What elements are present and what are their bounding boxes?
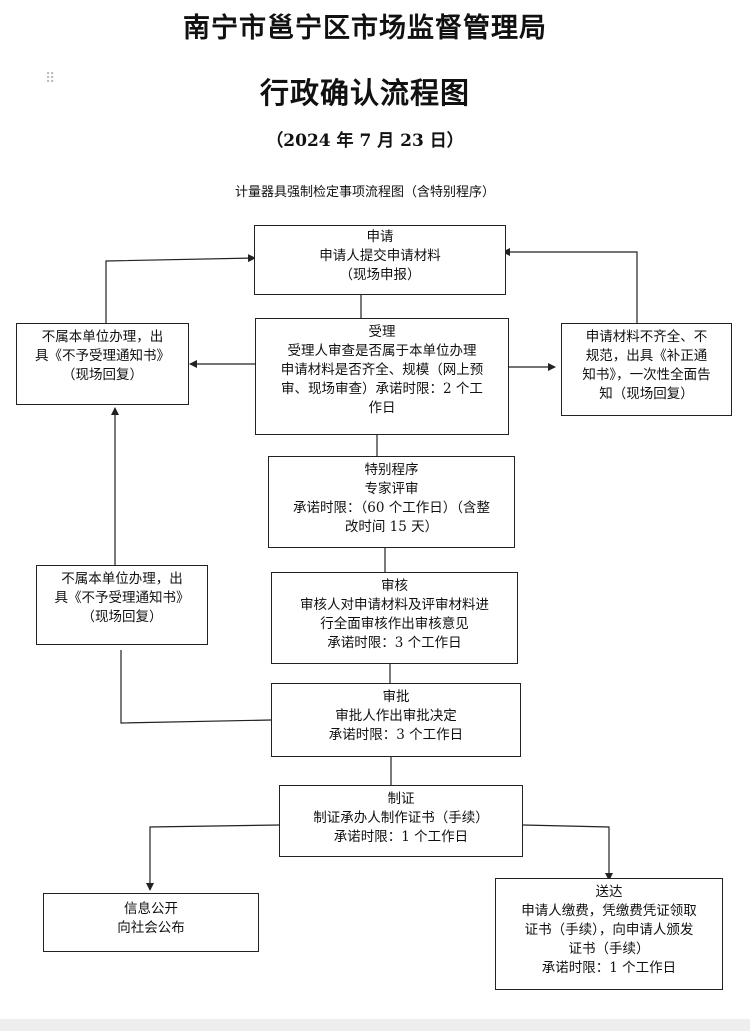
reject2-line: （现场回复） (81, 609, 163, 625)
certify-box: 制证 制证承办人制作证书（手续） 承诺时限：1 个工作日 (279, 785, 523, 857)
connector-certify-publish (146, 824, 281, 891)
review-line: 承诺时限：3 个工作日 (327, 635, 462, 651)
reject1-line: 不属本单位办理，出 (41, 329, 164, 345)
publish-box: 信息公开 向社会公布 (43, 893, 259, 952)
accept-line: 受理人审查是否属于本单位办理 (287, 343, 477, 359)
reject-box-2: 不属本单位办理，出 具《不予受理通知书》 （现场回复） (36, 565, 208, 645)
flowchart-subtitle: 计量器具强制检定事项流程图（含特别程序） (234, 185, 495, 200)
accept-line: 作日 (368, 400, 396, 416)
special-line: 专家评审 (364, 481, 419, 497)
review-line: 行全面审核作出审核意见 (320, 616, 469, 632)
reject-box-1: 不属本单位办理，出 具《不予受理通知书》 （现场回复） (16, 323, 189, 405)
special-heading: 特别程序 (364, 462, 419, 478)
reject1-line: 具《不予受理通知书》 (35, 348, 170, 364)
deliver-box: 送达 申请人缴费，凭缴费凭证领取 证书（手续），向申请人颁发 证书（手续） 承诺… (495, 878, 723, 990)
reject2-line: 不属本单位办理，出 (61, 571, 183, 587)
reject1-line: （现场回复） (62, 367, 143, 383)
special-procedure-box: 特别程序 专家评审 承诺时限：（60 个工作日）（含整 改时间 15 天） (268, 456, 515, 548)
page-title: 南宁市邕宁区市场监督管理局 (183, 13, 547, 44)
publish-line: 向社会公布 (117, 920, 185, 936)
approve-box: 审批 审批人作出审批决定 承诺时限：3 个工作日 (271, 683, 521, 757)
approve-heading: 审批 (382, 689, 410, 705)
deliver-line: 证书（手续），向申请人颁发 (524, 922, 694, 938)
deliver-line: 申请人缴费，凭缴费凭证领取 (521, 903, 697, 919)
supplement-line: 规范，出具《补正通 (585, 348, 708, 364)
certify-heading: 制证 (387, 791, 415, 807)
page-bottom-strip (0, 1019, 750, 1031)
connector-reject1-apply (105, 254, 256, 323)
certify-line: 承诺时限：1 个工作日 (333, 829, 469, 845)
supplement-box: 申请材料不齐全、不 规范，出具《补正通 知书》，一次性全面告 知（现场回复） (561, 323, 732, 416)
drag-handle-icon[interactable]: ⠿ (45, 71, 56, 87)
accept-line: 审、现场审查）承诺时限：2 个工 (281, 381, 483, 397)
approve-line: 审批人作出审批决定 (335, 708, 457, 724)
connector-supplement-apply (502, 248, 638, 323)
accept-line: 申请材料是否齐全、规模（网上预 (280, 362, 484, 378)
review-box: 审核 审核人对申请材料及评审材料进 行全面审核作出审核意见 承诺时限：3 个工作… (271, 572, 518, 664)
connector-certify-deliver (522, 824, 613, 881)
apply-box: 申请 申请人提交申请材料 （现场申报） (254, 225, 506, 295)
apply-heading: 申请 (366, 229, 394, 245)
review-heading: 审核 (381, 578, 408, 594)
date-label: （2024 年 7 月 23 日） (266, 131, 464, 151)
special-line: 承诺时限：（60 个工作日）（含整 (293, 500, 490, 516)
accept-box: 受理 受理人审查是否属于本单位办理 申请材料是否齐全、规模（网上预 审、现场审查… (255, 318, 509, 435)
special-line: 改时间 15 天） (344, 519, 439, 535)
accept-heading: 受理 (368, 324, 396, 340)
supplement-line: 知（现场回复） (599, 386, 694, 402)
approve-line: 承诺时限：3 个工作日 (328, 727, 464, 743)
reject2-line: 具《不予受理通知书》 (54, 590, 190, 606)
publish-heading: 信息公开 (124, 901, 178, 917)
apply-line: （现场申报） (339, 267, 421, 283)
chart-title: 行政确认流程图 (259, 76, 470, 110)
supplement-line: 申请材料不齐全、不 (585, 329, 708, 345)
certify-line: 制证承办人制作证书（手续） (313, 810, 489, 826)
deliver-heading: 送达 (595, 884, 623, 900)
connector-approve-reject2 (120, 650, 272, 724)
deliver-line: 承诺时限：1 个工作日 (541, 960, 677, 976)
review-line: 审核人对申请材料及评审材料进 (300, 597, 489, 613)
supplement-line: 知书》，一次性全面告 (582, 367, 711, 383)
apply-line: 申请人提交申请材料 (319, 248, 441, 264)
deliver-line: 证书（手续） (568, 941, 650, 957)
